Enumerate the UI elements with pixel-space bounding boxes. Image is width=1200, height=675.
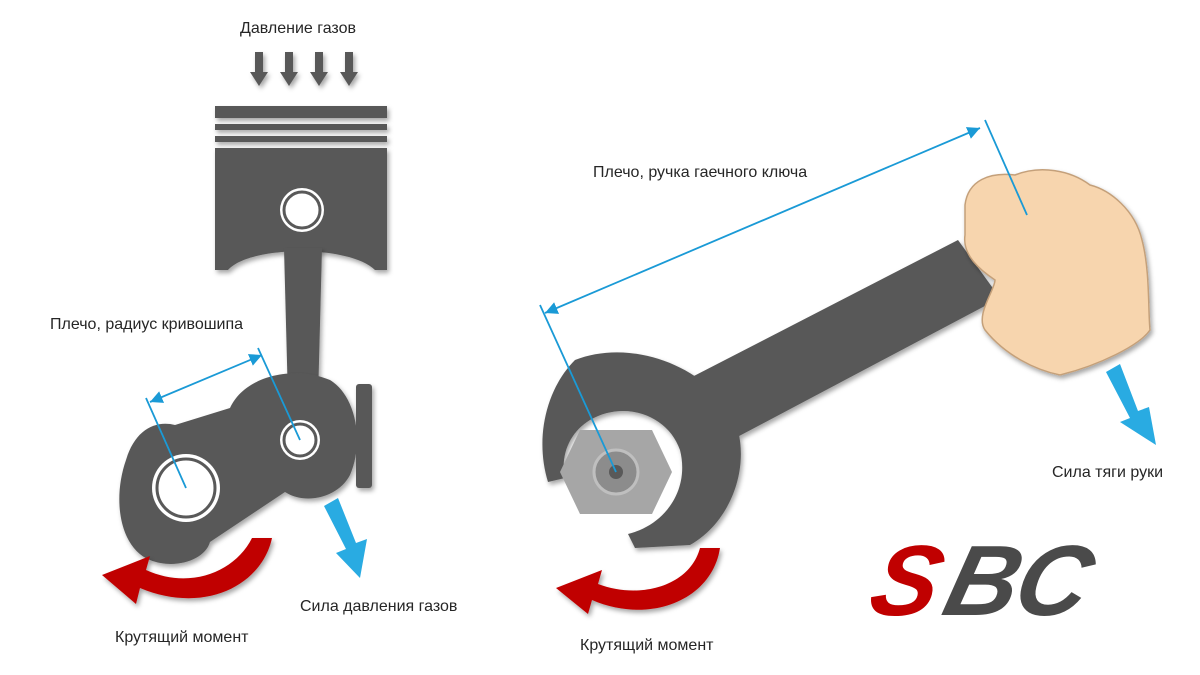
wrench-arm-dimension bbox=[539, 119, 1028, 473]
logo-letter-s: S bbox=[860, 525, 953, 637]
torque-left-label: Крутящий момент bbox=[115, 629, 249, 646]
hand-force-arrow-icon bbox=[1106, 364, 1156, 445]
crankshaft-icon bbox=[119, 373, 372, 564]
torque-right-label: Крутящий момент bbox=[580, 637, 714, 654]
torque-right-arrow-icon bbox=[556, 548, 720, 614]
crank-arm-label: Плечо, радиус кривошипа bbox=[50, 316, 244, 333]
wrench-arm-label: Плечо, ручка гаечного ключа bbox=[593, 164, 808, 181]
piston-icon bbox=[215, 106, 387, 270]
crank-radius-dimension bbox=[145, 347, 301, 489]
hand-force-label: Сила тяги руки bbox=[1052, 464, 1164, 481]
gas-force-label: Сила давления газов bbox=[300, 598, 458, 615]
hand-icon bbox=[964, 169, 1151, 376]
piston-pin-icon bbox=[280, 188, 324, 232]
sbc-logo: S BC bbox=[860, 525, 1128, 637]
logo-letters-bc: BC bbox=[934, 525, 1103, 637]
gas-pressure-label: Давление газов bbox=[240, 20, 356, 37]
gas-pressure-arrows-icon bbox=[250, 52, 358, 86]
connecting-rod-icon bbox=[284, 248, 322, 400]
gas-force-arrow-icon bbox=[324, 498, 367, 578]
torque-left-arrow-icon bbox=[102, 538, 272, 604]
